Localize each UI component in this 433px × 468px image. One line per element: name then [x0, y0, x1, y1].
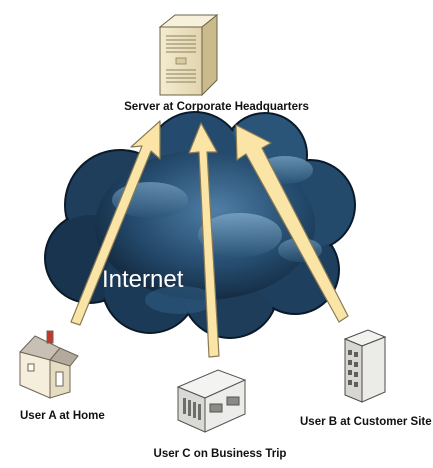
internet-label: Internet — [102, 266, 184, 293]
connection-arrows — [70, 120, 349, 358]
office-building-icon — [343, 329, 387, 403]
arrow-user-c-to-server — [188, 122, 220, 358]
house-icon — [19, 330, 79, 399]
user-c-label: User C on Business Trip — [153, 448, 287, 460]
arrow-user-b-to-server — [235, 124, 349, 323]
user-a-label: User A at Home — [20, 410, 105, 422]
hotel-building-icon — [176, 369, 247, 433]
arrow-user-a-to-server — [70, 120, 161, 326]
server-tower-icon — [158, 13, 219, 97]
user-b-label: User B at Customer Site — [300, 416, 432, 428]
server-label: Server at Corporate Headquarters — [124, 101, 309, 113]
